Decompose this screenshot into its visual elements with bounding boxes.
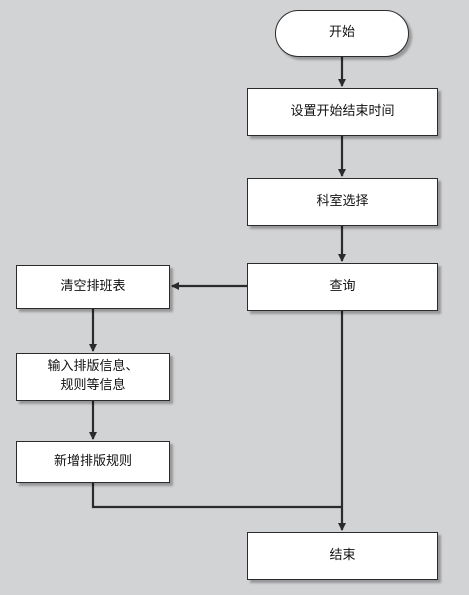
input-info-process: 输入排版信息、 规则等信息 [16,353,170,401]
end-process: 结束 [247,532,438,580]
clear-schedule-label: 清空排班表 [60,278,126,294]
set-time-label: 设置开始结束时间 [290,103,395,119]
dept-select-process: 科室选择 [247,178,438,226]
dept-select-label: 科室选择 [316,193,369,209]
query-label: 查询 [329,278,356,294]
end-label: 结束 [329,547,356,563]
add-rule-label: 新增排版规则 [53,453,132,469]
query-process: 查询 [247,263,438,311]
set-time-process: 设置开始结束时间 [247,88,438,136]
arrow-add-rule-to-end [91,483,342,509]
add-rule-process: 新增排版规则 [16,441,170,483]
input-info-label-line1: 输入排版信息、 [47,359,139,375]
clear-schedule-process: 清空排班表 [16,265,170,309]
start-terminal: 开始 [275,10,409,57]
start-label: 开始 [328,25,355,41]
input-info-label-line2: 规则等信息 [60,378,126,393]
